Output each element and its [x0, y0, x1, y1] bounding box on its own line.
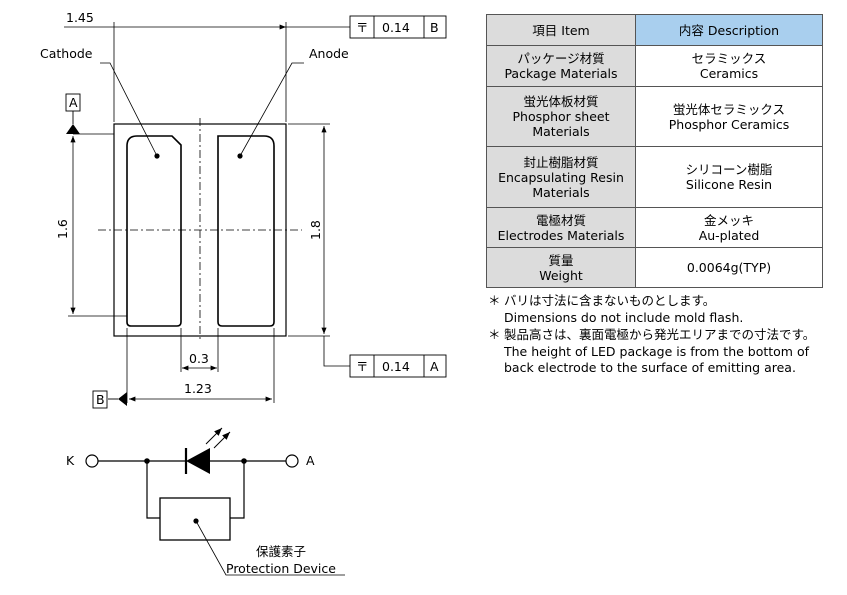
- datum-a-triangle: [66, 124, 80, 134]
- row-value-en: Silicone Resin: [685, 177, 773, 192]
- datum-b-box: [92, 390, 108, 409]
- row-item: 蛍光体板材質 Phosphor sheet Materials: [486, 86, 636, 147]
- row-value: 0.0064g(TYP): [686, 260, 772, 275]
- row-value-en: Phosphor Ceramics: [668, 116, 790, 132]
- datum-b-label: B: [96, 392, 105, 407]
- tol-a-leader: [323, 336, 350, 367]
- row-value: 0.0064g(TYP): [635, 247, 823, 288]
- table-row: 蛍光体板材質 Phosphor sheet Materials 蛍光体セラミック…: [486, 86, 823, 147]
- row-value-jp: シリコーン樹脂: [685, 162, 773, 177]
- row-item: パッケージ材質 Package Materials: [486, 45, 636, 87]
- protection-label-jp: 保護素子: [256, 544, 306, 559]
- note-mark: ＊: [488, 327, 501, 342]
- note-en: Dimensions do not include mold flash.: [504, 309, 744, 325]
- cathode-pad: [126, 135, 182, 327]
- package-drawing: Cathode Anode 1.45 〒 0.14 B A 1.6 1.8 〒 …: [40, 10, 447, 576]
- row-item: 電極材質 Electrodes Materials: [486, 207, 636, 248]
- dim-145-label: 1.45: [66, 10, 94, 25]
- tol-a-value: 0.14: [382, 359, 410, 374]
- light-arrow-1: [205, 427, 223, 445]
- circuit-k-label: K: [66, 453, 75, 468]
- row-item-en: Phosphor sheet: [512, 109, 610, 124]
- tol-b-value: 0.14: [382, 20, 410, 35]
- dim-03-label: 0.3: [189, 351, 209, 366]
- row-item-en-2: Materials: [532, 124, 590, 139]
- dim-18-label: 1.8: [308, 220, 323, 240]
- row-item-en: Encapsulating Resin: [498, 169, 624, 185]
- note-mark: ＊: [488, 293, 501, 308]
- note-item: ＊ 製品高さは、裏面電極から発光エリアまでの寸法です。 The height o…: [488, 327, 815, 377]
- anode-label: Anode: [309, 46, 349, 61]
- note-jp: バリは寸法に含まないものとします。: [504, 293, 716, 308]
- protection-label-en: Protection Device: [226, 561, 336, 576]
- table-row: パッケージ材質 Package Materials セラミックス Ceramic…: [486, 45, 823, 87]
- datum-b-triangle: [118, 392, 127, 406]
- circuit-diagram: K A 保護素子 Protection Device: [66, 427, 345, 576]
- tol-b-datum: B: [430, 20, 439, 35]
- row-value-jp: 蛍光体セラミックス: [672, 101, 786, 117]
- note-en: The height of LED package is from the bo…: [504, 343, 810, 359]
- terminal-a: [285, 454, 299, 468]
- table-row: 封止樹脂材質 Encapsulating Resin Materials シリコ…: [486, 146, 823, 208]
- note-jp: 製品高さは、裏面電極から発光エリアまでの寸法です。: [504, 327, 816, 342]
- cathode-leader: [100, 62, 158, 157]
- protection-leader: [195, 520, 345, 576]
- row-item-en: Weight: [539, 267, 583, 283]
- row-item-en: Electrodes Materials: [497, 227, 625, 243]
- row-item: 質量 Weight: [486, 247, 636, 288]
- tol-a-symbol: 〒: [356, 359, 369, 374]
- row-item-jp: パッケージ材質: [517, 51, 605, 66]
- anode-leader: [239, 62, 304, 157]
- row-item-jp: 封止樹脂材質: [523, 154, 599, 170]
- row-item-jp: 電極材質: [535, 212, 586, 228]
- table-row: 電極材質 Electrodes Materials 金メッキ Au-plated: [486, 207, 823, 248]
- header-description: 内容 Description: [635, 14, 823, 46]
- anode-pad: [217, 135, 275, 327]
- header-item: 項目 Item: [486, 14, 636, 46]
- note-item: ＊ バリは寸法に含まないものとします。 Dimensions do not in…: [488, 293, 815, 326]
- tol-a-datum: A: [430, 359, 439, 374]
- row-item-jp: 質量: [548, 252, 574, 268]
- row-value: シリコーン樹脂 Silicone Resin: [635, 146, 823, 208]
- dim-123-label: 1.23: [184, 381, 212, 396]
- notes: ＊ バリは寸法に含まないものとします。 Dimensions do not in…: [488, 293, 815, 378]
- cathode-label: Cathode: [40, 46, 93, 61]
- diode-triangle: [186, 448, 210, 474]
- datum-a-label: A: [69, 95, 78, 110]
- row-value: 蛍光体セラミックス Phosphor Ceramics: [635, 86, 823, 147]
- dim-16-label: 1.6: [55, 219, 70, 239]
- tol-b-symbol: 〒: [356, 20, 369, 35]
- light-arrow-2: [213, 431, 231, 449]
- row-value: 金メッキ Au-plated: [635, 207, 823, 248]
- row-item: 封止樹脂材質 Encapsulating Resin Materials: [486, 146, 636, 208]
- table-row: 質量 Weight 0.0064g(TYP): [486, 247, 823, 288]
- note-en-2: back electrode to the surface of emittin…: [504, 360, 796, 375]
- row-value-jp: セラミックス: [691, 51, 767, 66]
- row-value-en: Au-plated: [698, 227, 760, 243]
- terminal-k: [85, 454, 99, 468]
- row-item-jp: 蛍光体板材質: [523, 94, 599, 109]
- row-item-en: Package Materials: [504, 66, 618, 81]
- circuit-a-label: A: [306, 453, 315, 468]
- row-value-en: Ceramics: [699, 66, 759, 81]
- table-header-row: 項目 Item 内容 Description: [486, 14, 823, 46]
- row-item-en-2: Materials: [532, 184, 590, 200]
- row-value: セラミックス Ceramics: [635, 45, 823, 87]
- row-value-jp: 金メッキ: [703, 212, 754, 228]
- materials-table: 項目 Item 内容 Description パッケージ材質 Package M…: [486, 14, 823, 288]
